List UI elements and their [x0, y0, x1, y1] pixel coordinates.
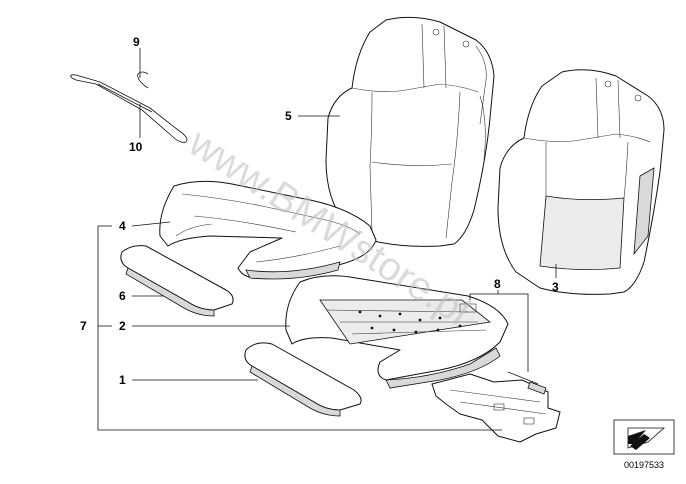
seat-base-part [285, 275, 509, 389]
seat-mat-part [431, 371, 561, 443]
clip-part [137, 71, 149, 89]
seat-cover-part [159, 180, 377, 280]
backrest-cover-3-part [497, 69, 665, 295]
callout-2: 2 [119, 319, 126, 333]
seat-base-holes [358, 310, 462, 334]
callout-7: 7 [80, 319, 87, 333]
callout-1: 1 [119, 373, 126, 387]
leader-lines [97, 48, 557, 431]
callout-10: 10 [129, 140, 143, 154]
callout-5: 5 [285, 109, 292, 123]
callout-9: 9 [133, 35, 140, 49]
callout-3: 3 [552, 280, 559, 294]
pad-1-part [244, 342, 362, 417]
diagram-id: 00197533 [624, 460, 664, 470]
callout-6: 6 [119, 289, 126, 303]
wire-cable-part [70, 74, 188, 143]
pad-6-part [120, 245, 234, 317]
corner-arrow-box [613, 419, 675, 455]
callout-labels: 9 10 5 3 4 6 7 2 1 8 [80, 35, 559, 387]
callout-4: 4 [119, 219, 126, 233]
backrest-cover-part [325, 16, 495, 247]
arrow-icon [627, 427, 666, 450]
callout-8: 8 [494, 277, 501, 291]
